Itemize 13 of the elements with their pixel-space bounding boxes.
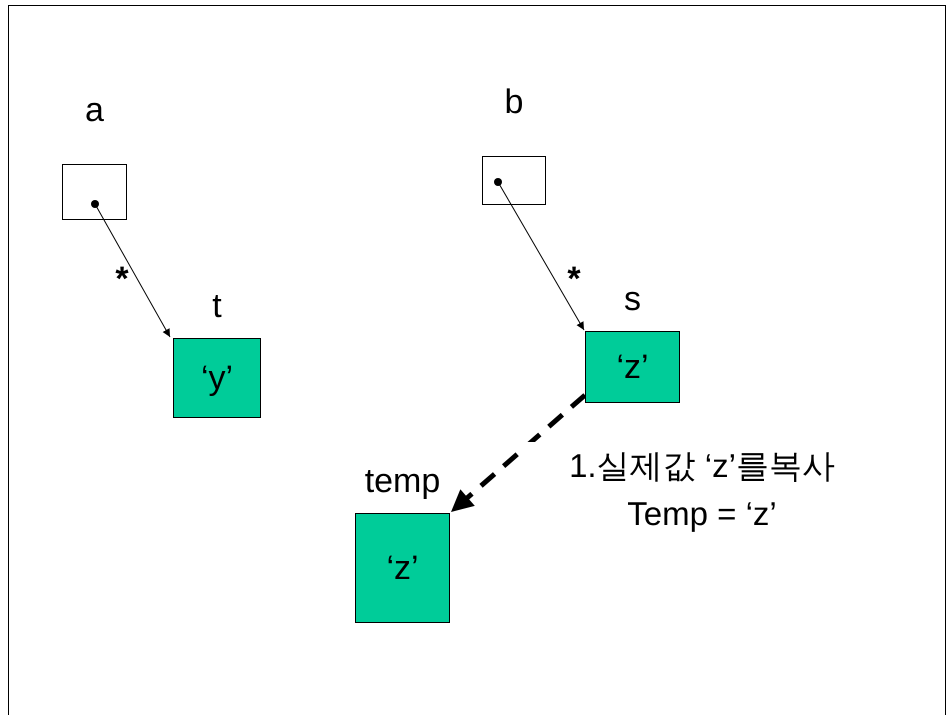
edge-label: * <box>114 262 130 296</box>
value-text: ‘y’ <box>200 361 234 395</box>
edge-label: * <box>566 262 582 296</box>
value-text: ‘z’ <box>386 551 419 585</box>
dashed-arrow <box>449 393 587 514</box>
arrow <box>510 204 584 330</box>
variable-name: a <box>85 93 104 127</box>
variable-name: b <box>504 85 524 119</box>
variable-name: s <box>624 282 641 316</box>
variable-name: temp <box>364 464 440 498</box>
arrow <box>104 220 170 338</box>
value-text: ‘z’ <box>616 350 649 384</box>
variable-name: t <box>212 289 222 323</box>
